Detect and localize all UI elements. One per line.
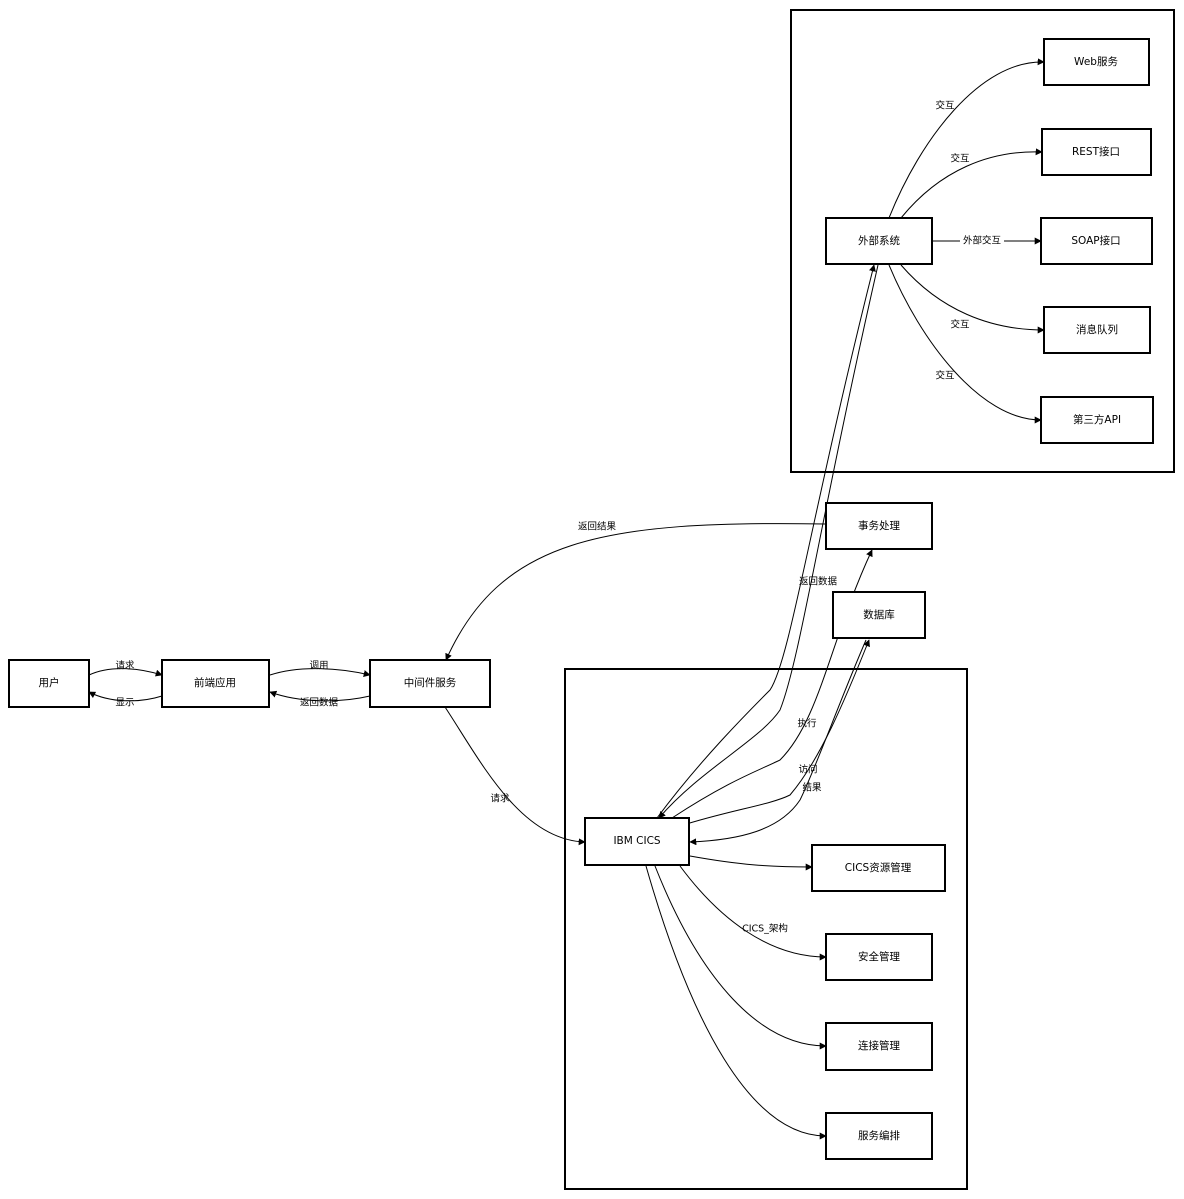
edge-cics-connection bbox=[654, 865, 827, 1050]
node-connection-label: 连接管理 bbox=[858, 1039, 900, 1052]
edge-middleware-frontend bbox=[269, 690, 371, 702]
node-cics-label: IBM CICS bbox=[613, 835, 660, 847]
node-cics-resource[interactable]: CICS资源管理 bbox=[811, 844, 946, 892]
edge-external-third bbox=[888, 264, 1042, 424]
label-middleware-frontend: 返回数据 bbox=[300, 697, 339, 709]
edge-external-web bbox=[888, 58, 1045, 219]
edge-cics-orchestration bbox=[645, 865, 827, 1140]
label-access: 访问 bbox=[798, 764, 817, 776]
edge-cics-resource bbox=[689, 855, 813, 871]
node-cics[interactable]: IBM CICS bbox=[584, 817, 690, 866]
edge-frontend-user bbox=[88, 691, 163, 702]
node-transaction-label: 事务处理 bbox=[858, 519, 900, 532]
label-external-interact: 外部交互 bbox=[963, 235, 1002, 247]
label-interact-web: 交互 bbox=[935, 100, 955, 112]
label-transaction-middleware: 返回结果 bbox=[578, 521, 617, 533]
edge-cics-database bbox=[679, 639, 870, 827]
label-interact-mq: 交互 bbox=[950, 319, 970, 331]
node-database-label: 数据库 bbox=[863, 608, 895, 621]
node-web-service-label: Web服务 bbox=[1074, 55, 1118, 68]
node-orchestration-label: 服务编排 bbox=[858, 1129, 900, 1142]
node-cics-resource-label: CICS资源管理 bbox=[845, 861, 912, 874]
node-soap-api-label: SOAP接口 bbox=[1071, 234, 1120, 247]
label-interact-rest: 交互 bbox=[950, 153, 970, 165]
node-database[interactable]: 数据库 bbox=[832, 591, 926, 639]
label-return-data: 返回数据 bbox=[799, 576, 838, 588]
label-result: 结果 bbox=[802, 782, 822, 794]
edges bbox=[88, 58, 1045, 1140]
node-message-queue-label: 消息队列 bbox=[1076, 323, 1118, 336]
node-orchestration[interactable]: 服务编排 bbox=[825, 1112, 933, 1160]
cics-cluster bbox=[564, 668, 968, 1190]
external-cluster bbox=[790, 9, 1175, 473]
node-external[interactable]: 外部系统 bbox=[825, 217, 933, 265]
edge-database-cics bbox=[689, 639, 867, 846]
node-user-label: 用户 bbox=[39, 676, 60, 689]
node-message-queue[interactable]: 消息队列 bbox=[1043, 306, 1151, 354]
edge-external-rest bbox=[900, 148, 1043, 219]
edge-external-mq bbox=[900, 264, 1045, 334]
node-connection[interactable]: 连接管理 bbox=[825, 1022, 933, 1071]
edge-frontend-middleware bbox=[269, 668, 371, 677]
label-interact-third: 交互 bbox=[935, 370, 955, 382]
edge-cics-external-a bbox=[656, 264, 876, 819]
node-third-party-api-label: 第三方API bbox=[1073, 413, 1121, 426]
label-middleware-cics: 请求 bbox=[490, 793, 510, 805]
label-frontend-user: 显示 bbox=[115, 698, 134, 709]
edge-external-cics bbox=[658, 264, 879, 819]
node-middleware-label: 中间件服务 bbox=[404, 676, 457, 689]
node-third-party-api[interactable]: 第三方API bbox=[1040, 396, 1154, 444]
node-transaction[interactable]: 事务处理 bbox=[825, 502, 933, 550]
label-cics-arch: CICS_架构 bbox=[742, 923, 788, 935]
node-middleware[interactable]: 中间件服务 bbox=[369, 659, 491, 708]
label-frontend-middleware: 调用 bbox=[309, 661, 328, 672]
node-security[interactable]: 安全管理 bbox=[825, 933, 933, 981]
edge-cics-security bbox=[679, 865, 827, 961]
node-security-label: 安全管理 bbox=[858, 950, 900, 963]
edge-user-frontend bbox=[88, 668, 163, 677]
label-execute: 执行 bbox=[797, 718, 817, 730]
edge-middleware-cics bbox=[444, 706, 586, 846]
label-user-frontend: 请求 bbox=[115, 660, 135, 672]
node-soap-api[interactable]: SOAP接口 bbox=[1040, 217, 1153, 265]
edge-labels: 请求 显示 调用 返回数据 请求 返回结果 返回数据 执行 访问 结果 CICS… bbox=[115, 100, 1004, 935]
node-rest-api[interactable]: REST接口 bbox=[1041, 128, 1152, 176]
node-frontend-label: 前端应用 bbox=[194, 676, 236, 689]
node-user[interactable]: 用户 bbox=[8, 659, 90, 708]
node-external-label: 外部系统 bbox=[858, 234, 900, 247]
node-frontend[interactable]: 前端应用 bbox=[161, 659, 270, 708]
edge-cics-transaction bbox=[671, 549, 873, 819]
node-web-service[interactable]: Web服务 bbox=[1043, 38, 1150, 86]
edge-transaction-middleware bbox=[445, 523, 827, 661]
node-rest-api-label: REST接口 bbox=[1072, 145, 1120, 158]
